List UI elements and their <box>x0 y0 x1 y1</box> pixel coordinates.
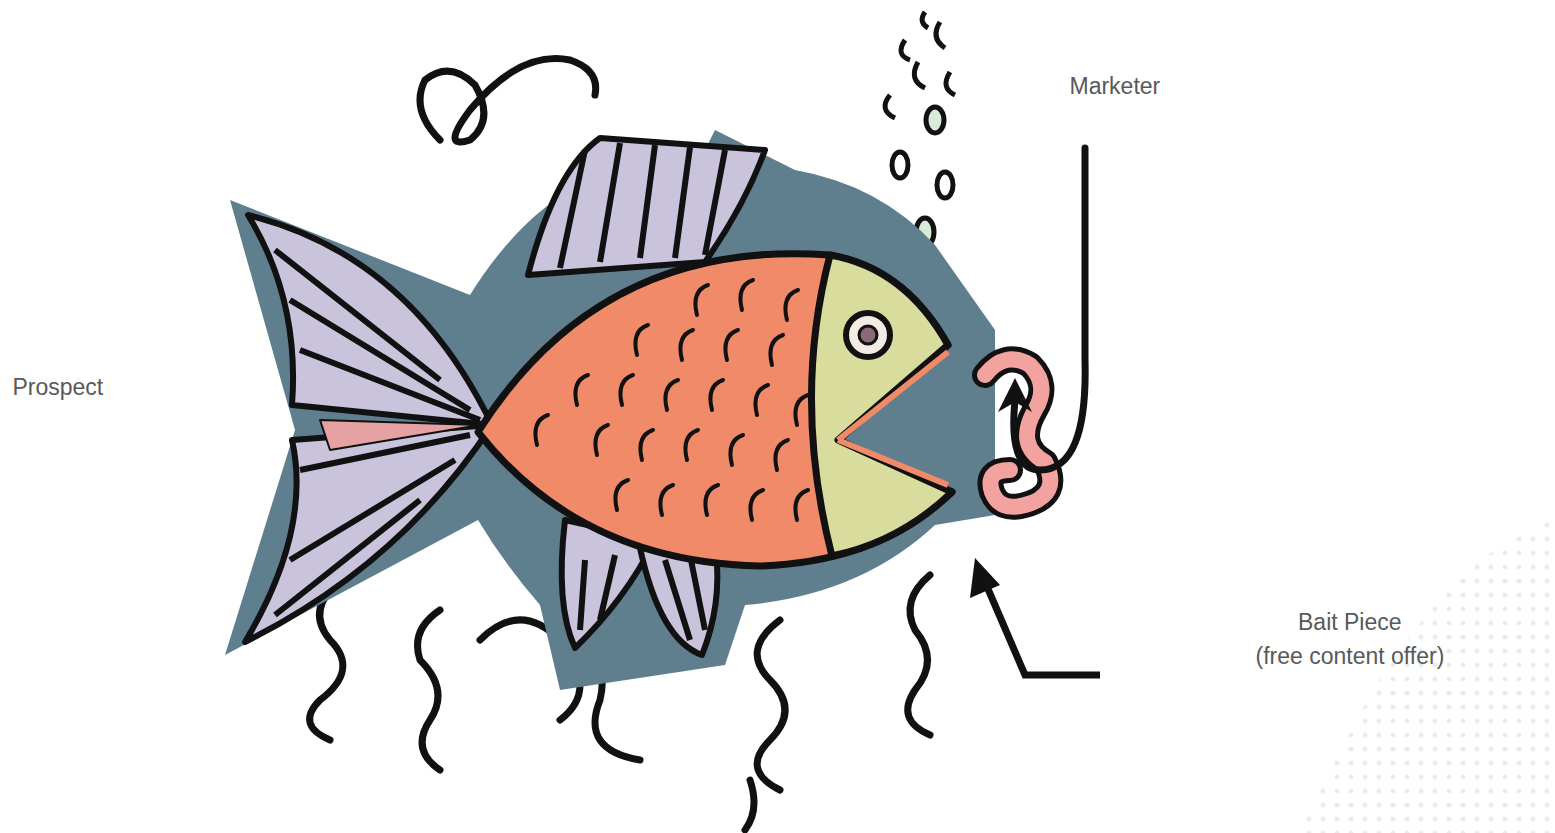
tail-fin <box>245 215 492 642</box>
dorsal-fin <box>528 138 765 275</box>
dot-pattern <box>1300 520 1555 833</box>
fish-lips <box>838 352 948 485</box>
fish-head <box>811 255 952 556</box>
bait-note-label: (free content offer) <box>1256 643 1445 670</box>
fish-pupil <box>859 326 877 344</box>
fish-eye <box>846 313 890 357</box>
fish-body <box>478 254 952 566</box>
bait-label: Bait Piece <box>1298 609 1402 636</box>
fish-hook <box>998 148 1085 470</box>
leader-arrow <box>970 558 1100 675</box>
marketer-label: Marketer <box>1070 73 1161 100</box>
prospect-label: Prospect <box>13 374 104 401</box>
fish-halo <box>225 130 995 690</box>
bait-worm <box>985 359 1050 506</box>
scales <box>535 280 808 520</box>
